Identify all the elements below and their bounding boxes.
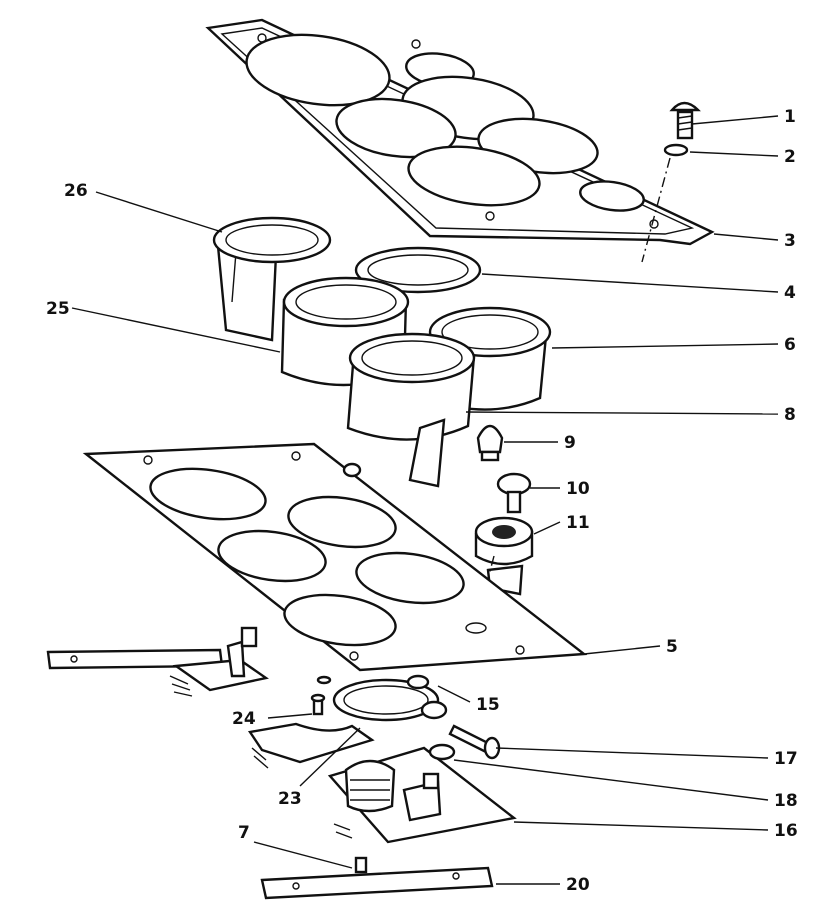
callout-labels: 1 2 3 4 5 6 7 8 9 10 11 15 16 17 18 20 2… xyxy=(46,107,798,895)
callout-11: 11 xyxy=(566,513,590,533)
light-shield xyxy=(332,678,440,722)
callout-25: 25 xyxy=(46,299,70,319)
screw-7 xyxy=(354,856,368,874)
gauge-26 xyxy=(212,216,332,342)
callout-16: 16 xyxy=(774,821,798,841)
callout-24: 24 xyxy=(232,709,256,729)
strap-20 xyxy=(260,866,494,900)
lamp-bulb xyxy=(476,424,504,462)
bracket-left xyxy=(169,626,269,697)
callout-10: 10 xyxy=(566,479,590,499)
knob xyxy=(496,472,532,514)
gauge-8 xyxy=(346,332,476,488)
washer-24 xyxy=(316,675,332,685)
callout-6: 6 xyxy=(784,335,796,355)
nut-18 xyxy=(428,743,456,761)
callout-7: 7 xyxy=(238,823,250,843)
callout-3: 3 xyxy=(784,231,796,251)
callout-2: 2 xyxy=(784,147,796,167)
callout-17: 17 xyxy=(774,749,798,769)
callout-1: 1 xyxy=(784,107,796,127)
leader-lines xyxy=(71,115,779,885)
callout-20: 20 xyxy=(566,875,590,895)
panel-plate xyxy=(82,442,588,672)
screw-24 xyxy=(310,693,326,716)
washer xyxy=(663,143,689,157)
bolt-17 xyxy=(448,724,501,760)
callout-8: 8 xyxy=(784,405,796,425)
gauge-4 xyxy=(354,246,482,294)
top-bezel-plate xyxy=(205,18,715,246)
callout-5: 5 xyxy=(666,637,678,657)
nut xyxy=(342,462,362,478)
callout-18: 18 xyxy=(774,791,798,811)
callout-4: 4 xyxy=(784,283,796,303)
terminal-strip xyxy=(247,722,375,769)
callout-9: 9 xyxy=(564,433,576,453)
callout-15: 15 xyxy=(476,695,500,715)
clamp-15 xyxy=(406,674,448,720)
callout-26: 26 xyxy=(64,181,88,201)
callout-23: 23 xyxy=(278,789,302,809)
screw xyxy=(669,101,701,140)
plate-16 xyxy=(327,746,517,844)
